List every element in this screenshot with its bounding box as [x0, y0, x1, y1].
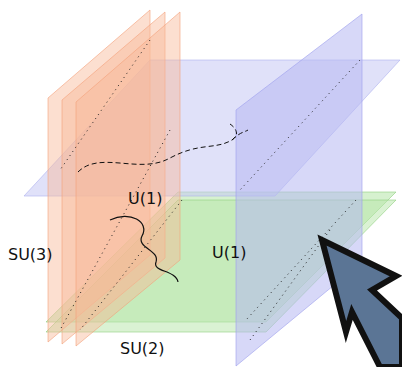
- cursor-arrow: [322, 240, 402, 367]
- group-label: U(1): [128, 190, 162, 208]
- orange-plane: [76, 12, 180, 346]
- orange-planes: [48, 10, 180, 346]
- group-label: U(1): [212, 244, 246, 262]
- open-string: [78, 124, 248, 172]
- group-label: SU(3): [8, 246, 53, 264]
- open-string: [110, 216, 178, 282]
- intersection-lines: [60, 40, 360, 340]
- group-label: SU(2): [120, 340, 165, 358]
